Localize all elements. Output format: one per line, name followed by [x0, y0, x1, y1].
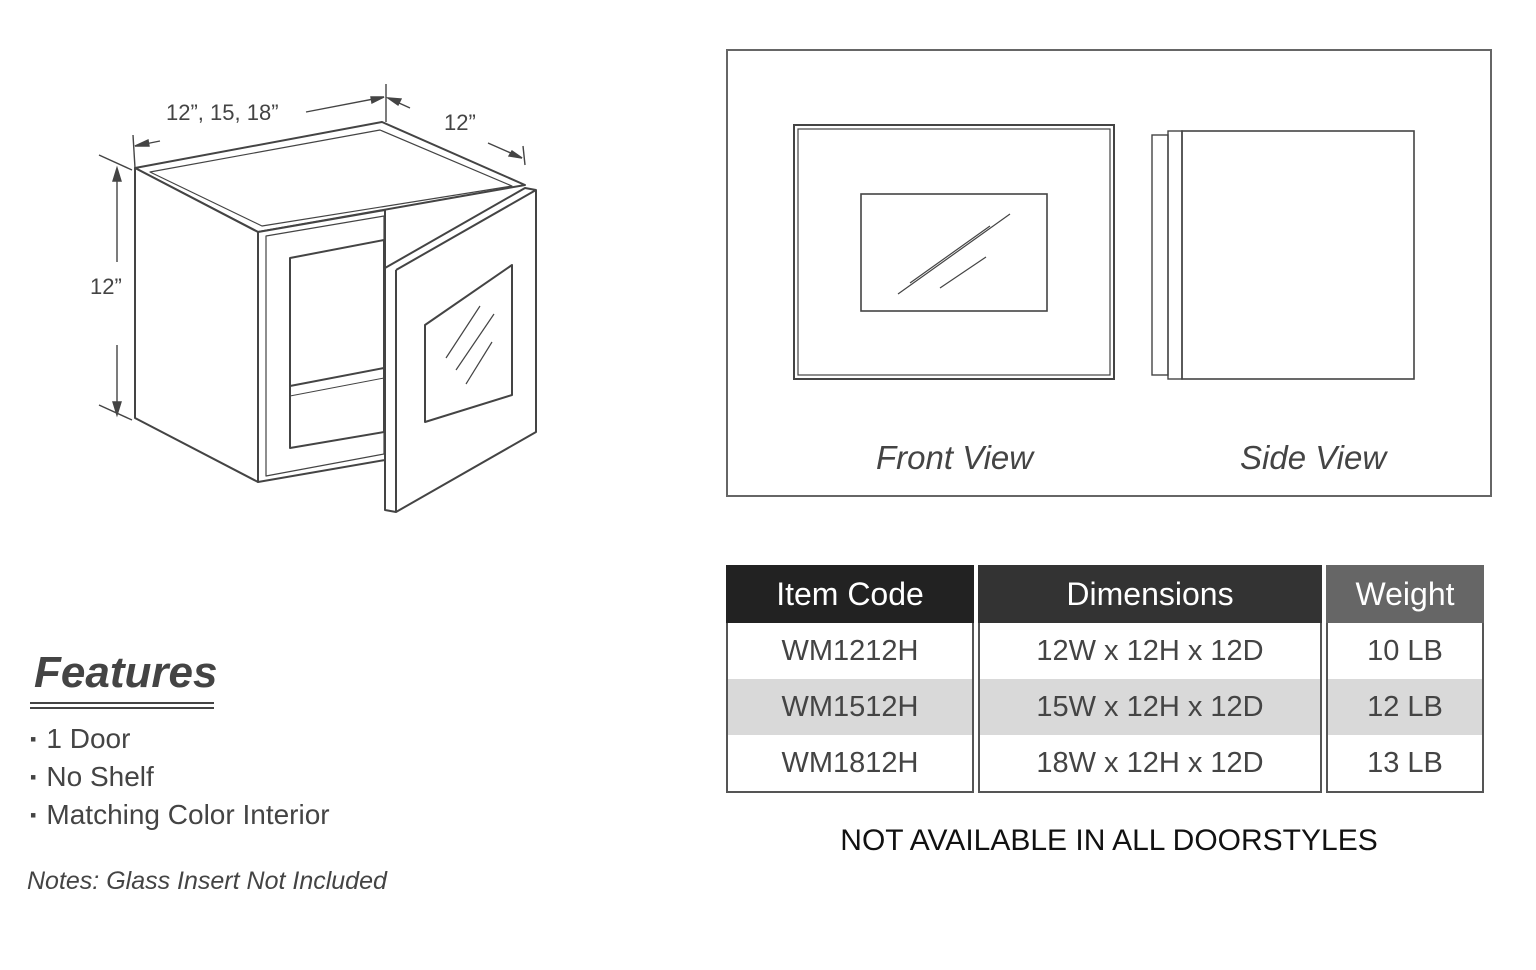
header-weight: Weight [1326, 565, 1484, 623]
list-item: ▪ 1 Door [30, 720, 330, 758]
table-row: WM1512H 15W x 12H x 12D 12 LB [726, 679, 1484, 735]
views-drawing [793, 124, 1415, 380]
side-view-label: Side View [1240, 439, 1387, 476]
dimensions-cell: 18W x 12H x 12D [978, 735, 1322, 793]
depth-dimension-label: 12” [444, 110, 476, 135]
features-list: ▪ 1 Door ▪ No Shelf ▪ Matching Color Interi… [30, 720, 330, 834]
front-view-glass [860, 193, 1048, 312]
features-underline [30, 702, 214, 709]
table-row: WM1212H 12W x 12H x 12D 10 LB [726, 623, 1484, 679]
item-code-cell: WM1212H [726, 623, 974, 679]
views-panel: Front View Side View [726, 49, 1492, 497]
side-view-outline [1181, 130, 1415, 380]
bullet-icon: ▪ [30, 729, 37, 749]
header-dimensions: Dimensions [978, 565, 1322, 623]
spec-table: Item Code Dimensions Weight WM1212H 12W … [722, 565, 1488, 793]
width-dimension-label: 12”, 15, 18” [166, 100, 279, 125]
height-dimension-label: 12” [90, 274, 122, 299]
item-code-cell: WM1812H [726, 735, 974, 793]
feature-text: No Shelf [46, 761, 154, 792]
item-code-cell: WM1512H [726, 679, 974, 735]
list-item: ▪ No Shelf [30, 758, 330, 796]
list-item: ▪ Matching Color Interior [30, 796, 330, 834]
bullet-icon: ▪ [30, 767, 37, 787]
weight-cell: 13 LB [1326, 735, 1484, 793]
weight-cell: 10 LB [1326, 623, 1484, 679]
notes-text: Notes: Glass Insert Not Included [27, 867, 387, 895]
feature-text: Matching Color Interior [46, 799, 330, 830]
weight-cell: 12 LB [1326, 679, 1484, 735]
dimensions-cell: 12W x 12H x 12D [978, 623, 1322, 679]
front-view-label: Front View [876, 439, 1034, 476]
header-item-code: Item Code [726, 565, 974, 623]
features-title: Features [34, 648, 218, 697]
front-view-outline [793, 124, 1115, 380]
availability-note: NOT AVAILABLE IN ALL DOORSTYLES [840, 824, 1378, 857]
dimensions-cell: 15W x 12H x 12D [978, 679, 1322, 735]
feature-text: 1 Door [46, 723, 131, 754]
table-header-row: Item Code Dimensions Weight [726, 565, 1484, 623]
bullet-icon: ▪ [30, 805, 37, 825]
table-row: WM1812H 18W x 12H x 12D 13 LB [726, 735, 1484, 793]
cabinet-isometric-drawing [98, 84, 537, 513]
